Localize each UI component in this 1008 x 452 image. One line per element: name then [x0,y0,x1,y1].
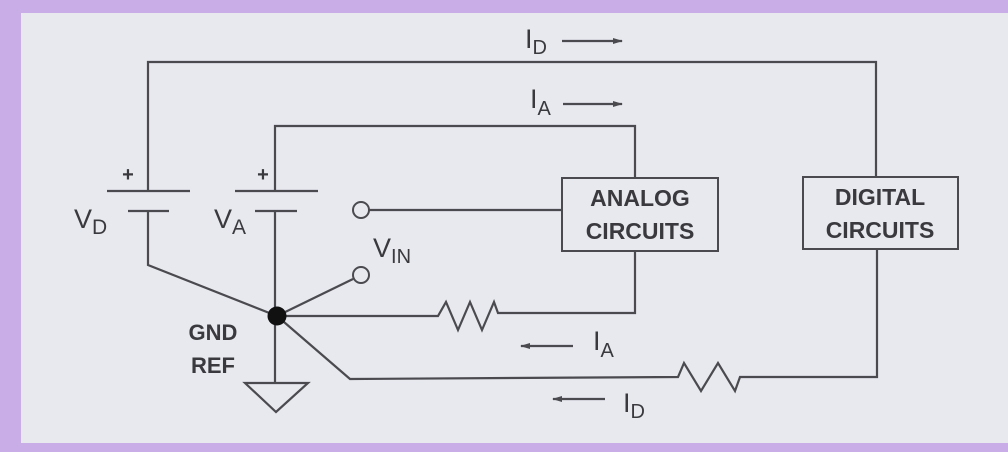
ia-top-label: IA [530,84,552,120]
va-plus-label: + [257,164,269,186]
vin-ground-wire [276,278,354,317]
digital-circuits-block: DIGITAL CIRCUITS [802,176,959,250]
ground-node-dot [267,306,287,326]
analog-circuits-block: ANALOG CIRCUITS [561,177,719,252]
svg-text:ANALOG: ANALOG [590,185,690,211]
svg-text:CIRCUITS: CIRCUITS [586,218,695,244]
va-battery-symbol [235,189,318,213]
ground-symbol-icon [242,381,311,414]
digital-return-wire [276,249,879,394]
svg-text:DIGITAL: DIGITAL [835,184,925,210]
svg-text:CIRCUITS: CIRCUITS [826,217,935,243]
analog-supply-wire [273,124,637,190]
analog-return-wire [277,251,637,333]
ref-label: REF [191,353,235,378]
vd-return-wire [146,211,278,318]
vin-terminal-bottom [352,266,370,284]
ia-bottom-label: IA [593,326,615,362]
vd-label: VD [74,204,107,239]
id-top-label: ID [525,24,547,59]
gnd-label: GND [189,320,238,345]
vin-label: VIN [373,233,411,268]
vd-plus-label: + [122,164,134,186]
va-label: VA [214,204,246,239]
vin-terminal-top [352,201,370,219]
id-bottom-label: ID [623,388,645,423]
digital-supply-wire [146,60,878,190]
vd-battery-symbol [107,189,190,213]
